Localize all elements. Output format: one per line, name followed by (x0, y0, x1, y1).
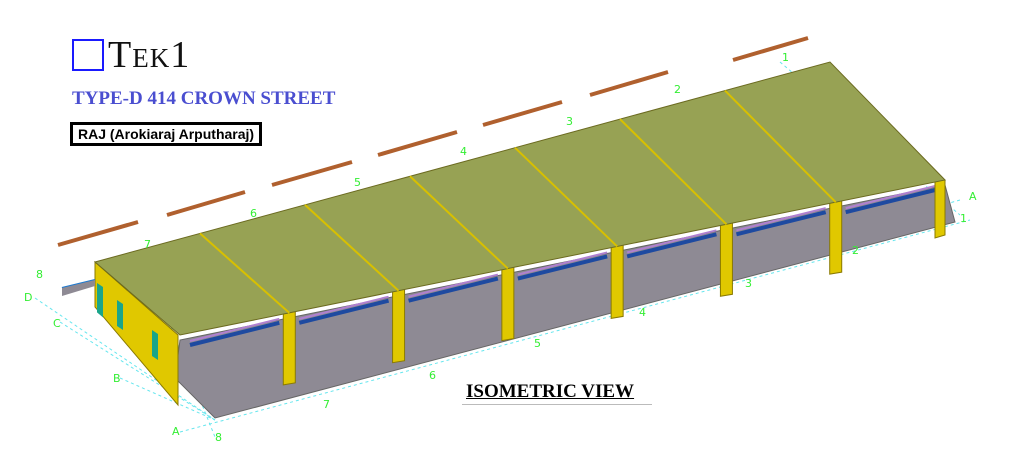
bay-wall (501, 265, 515, 342)
grid-label: 8 (215, 431, 222, 444)
grid-line (59, 321, 216, 421)
bay-wall (610, 243, 624, 320)
author-box: RAJ (Arokiaraj Arputharaj) (70, 122, 263, 146)
grid-label: 2 (674, 83, 681, 96)
grid-label: 7 (144, 238, 151, 251)
roof (93, 61, 946, 336)
grid-label: C (53, 317, 61, 330)
roof-divider (619, 118, 728, 225)
bay-wall (829, 199, 843, 275)
grid-label: D (24, 291, 32, 304)
grid-label: 1 (782, 51, 789, 64)
grid-label: 6 (429, 369, 436, 382)
purlin (299, 295, 389, 320)
purlin (626, 229, 717, 254)
beam (189, 320, 280, 347)
rafter (482, 100, 563, 127)
beam (408, 276, 499, 303)
logo-text: Tek1 (108, 34, 191, 76)
rafter (377, 130, 458, 157)
bay-wall (392, 288, 406, 364)
grid-label: 3 (566, 115, 573, 128)
grid-label: 6 (250, 207, 257, 220)
grid-line (119, 377, 216, 421)
bays (189, 179, 946, 386)
roof-divider (514, 146, 618, 248)
grid-label: 3 (745, 277, 752, 290)
brown-rafters (57, 36, 809, 247)
purlin (408, 273, 499, 298)
roof-divider (724, 89, 837, 203)
grid-line (34, 297, 216, 421)
view-label: ISOMETRIC VIEW (466, 381, 635, 402)
rafter (57, 220, 139, 247)
purlin (189, 317, 280, 342)
grid-label: 2 (852, 244, 859, 257)
grid-label: 4 (639, 306, 646, 319)
grid-label: B (113, 372, 121, 385)
roof-divider (304, 204, 400, 292)
beam (626, 232, 717, 259)
purlin (736, 207, 826, 232)
rafter (732, 36, 809, 62)
purlin (517, 251, 608, 276)
bay-wall (282, 310, 296, 386)
grid-label: 5 (534, 337, 541, 350)
left-end-wall (94, 260, 179, 407)
grid-label: 7 (323, 398, 330, 411)
beam (735, 210, 827, 237)
logo-square-icon (72, 39, 104, 71)
beam (298, 298, 390, 325)
rafter (271, 160, 353, 187)
roof-divider (199, 232, 290, 314)
bay-wall (719, 221, 733, 297)
purlin (845, 185, 936, 210)
rafter (589, 70, 669, 97)
pipe-stub (62, 280, 95, 296)
beam (845, 188, 936, 215)
grid-label: A (172, 425, 180, 438)
window (97, 283, 103, 311)
grid-line (179, 219, 971, 433)
window (117, 300, 123, 330)
grid-label: 8 (36, 268, 43, 281)
right-end-wall (934, 179, 946, 239)
grid-label: 4 (460, 145, 467, 158)
view-underline (462, 404, 652, 405)
rafter (166, 190, 246, 217)
window (152, 330, 158, 360)
roof-dividers (199, 89, 837, 314)
floor-slab (174, 184, 956, 419)
beam (517, 254, 608, 281)
grid-label: 5 (354, 176, 361, 189)
roof-divider (409, 175, 509, 270)
logo: Tek1 (72, 36, 190, 74)
project-title: TYPE-D 414 CROWN STREET (72, 88, 336, 109)
grid-label: A (969, 190, 977, 203)
grid-label: 1 (960, 212, 967, 225)
